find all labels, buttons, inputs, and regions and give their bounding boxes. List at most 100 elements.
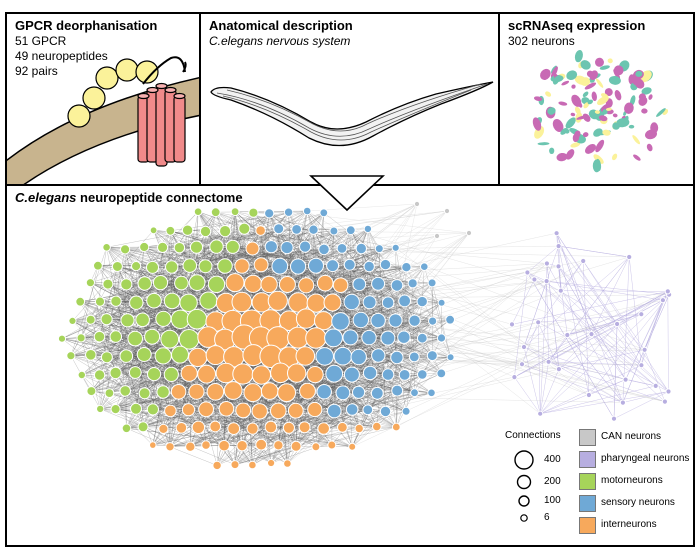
network-node	[136, 347, 152, 362]
umap-cluster	[580, 77, 591, 86]
network-edge	[242, 426, 397, 446]
umap-cluster	[635, 70, 643, 77]
network-edge	[90, 212, 324, 283]
umap-cluster	[580, 60, 591, 70]
network-edge	[72, 320, 182, 428]
network-node	[535, 319, 542, 326]
network-node	[93, 369, 106, 381]
network-node	[638, 362, 645, 369]
network-node	[287, 363, 307, 383]
network-node	[181, 403, 196, 417]
network-node	[139, 241, 150, 253]
network-node	[173, 242, 186, 254]
legend-label-inter: interneurons	[601, 519, 657, 530]
network-edge	[142, 426, 171, 448]
umap-cluster	[599, 65, 610, 70]
network-edge	[100, 408, 353, 448]
network-node	[622, 376, 629, 383]
network-edge	[127, 320, 225, 446]
network-edge	[99, 374, 199, 428]
network-node	[416, 332, 428, 344]
network-node	[127, 330, 143, 347]
anatomy-panel-title: Anatomical description	[209, 18, 353, 33]
network-node	[283, 459, 292, 468]
network-node	[130, 402, 142, 415]
umap-cluster	[565, 117, 576, 129]
umap-cluster	[612, 113, 618, 118]
network-edge	[206, 409, 253, 429]
network-edge	[190, 320, 415, 447]
network-node	[641, 346, 648, 353]
network-edge	[235, 211, 289, 213]
network-edge	[190, 428, 234, 447]
network-edge	[252, 321, 341, 466]
network-edge	[591, 256, 630, 335]
network-edge	[153, 230, 242, 303]
network-node	[100, 351, 113, 364]
network-edge	[537, 322, 541, 414]
network-edge	[613, 391, 669, 419]
network-edge	[163, 355, 262, 445]
network-edge	[379, 235, 438, 249]
umap-cluster	[537, 142, 550, 146]
network-edge	[261, 235, 438, 265]
gpcr-illustration	[7, 56, 199, 184]
network-node	[401, 262, 412, 273]
network-edge	[548, 256, 630, 362]
network-edge	[143, 426, 191, 447]
network-edge	[152, 357, 397, 410]
network-node	[225, 239, 240, 254]
network-node	[427, 388, 436, 398]
network-edge	[304, 392, 415, 428]
legend-swatch-pharyngeal	[579, 451, 596, 468]
network-edge	[198, 410, 244, 428]
network-edge	[91, 338, 170, 392]
umap-cluster	[656, 108, 666, 117]
network-node	[104, 388, 115, 399]
network-node	[619, 399, 627, 406]
network-node	[85, 278, 96, 288]
network-node	[267, 458, 276, 468]
network-edge	[253, 212, 405, 376]
network-edge	[368, 337, 665, 402]
network-node	[119, 349, 134, 363]
network-edge	[153, 373, 253, 429]
network-node	[234, 258, 250, 274]
network-node	[342, 329, 359, 346]
network-edge	[109, 212, 289, 394]
network-edge	[241, 246, 272, 303]
network-node	[311, 442, 321, 452]
network-node	[182, 258, 198, 273]
network-node	[248, 207, 259, 218]
network-node	[164, 404, 177, 418]
network-edge	[163, 266, 407, 320]
network-edge	[196, 246, 233, 283]
network-edge	[72, 320, 190, 374]
network-node	[327, 403, 342, 419]
network-node	[354, 423, 364, 434]
network-edge	[414, 256, 630, 321]
network-edge	[172, 248, 362, 302]
network-node	[614, 320, 621, 328]
network-node	[238, 222, 251, 235]
network-edge	[538, 322, 669, 392]
network-edge	[313, 229, 415, 321]
network-node	[109, 330, 123, 343]
network-edge	[358, 374, 389, 429]
network-node	[149, 226, 158, 235]
connectome-title-rest: neuropeptide connectome	[76, 190, 243, 205]
size-label-400: 400	[544, 454, 561, 465]
network-node	[77, 370, 87, 380]
size-circles	[514, 450, 534, 522]
network-edge	[190, 392, 432, 447]
network-edge	[548, 334, 568, 362]
network-node	[189, 240, 204, 254]
network-edge	[126, 284, 278, 302]
network-edge	[560, 290, 668, 292]
network-edge	[152, 211, 199, 446]
network-edge	[90, 282, 164, 320]
network-node	[308, 257, 324, 274]
network-node	[282, 421, 295, 434]
network-edge	[72, 246, 272, 322]
network-edge	[351, 357, 397, 375]
